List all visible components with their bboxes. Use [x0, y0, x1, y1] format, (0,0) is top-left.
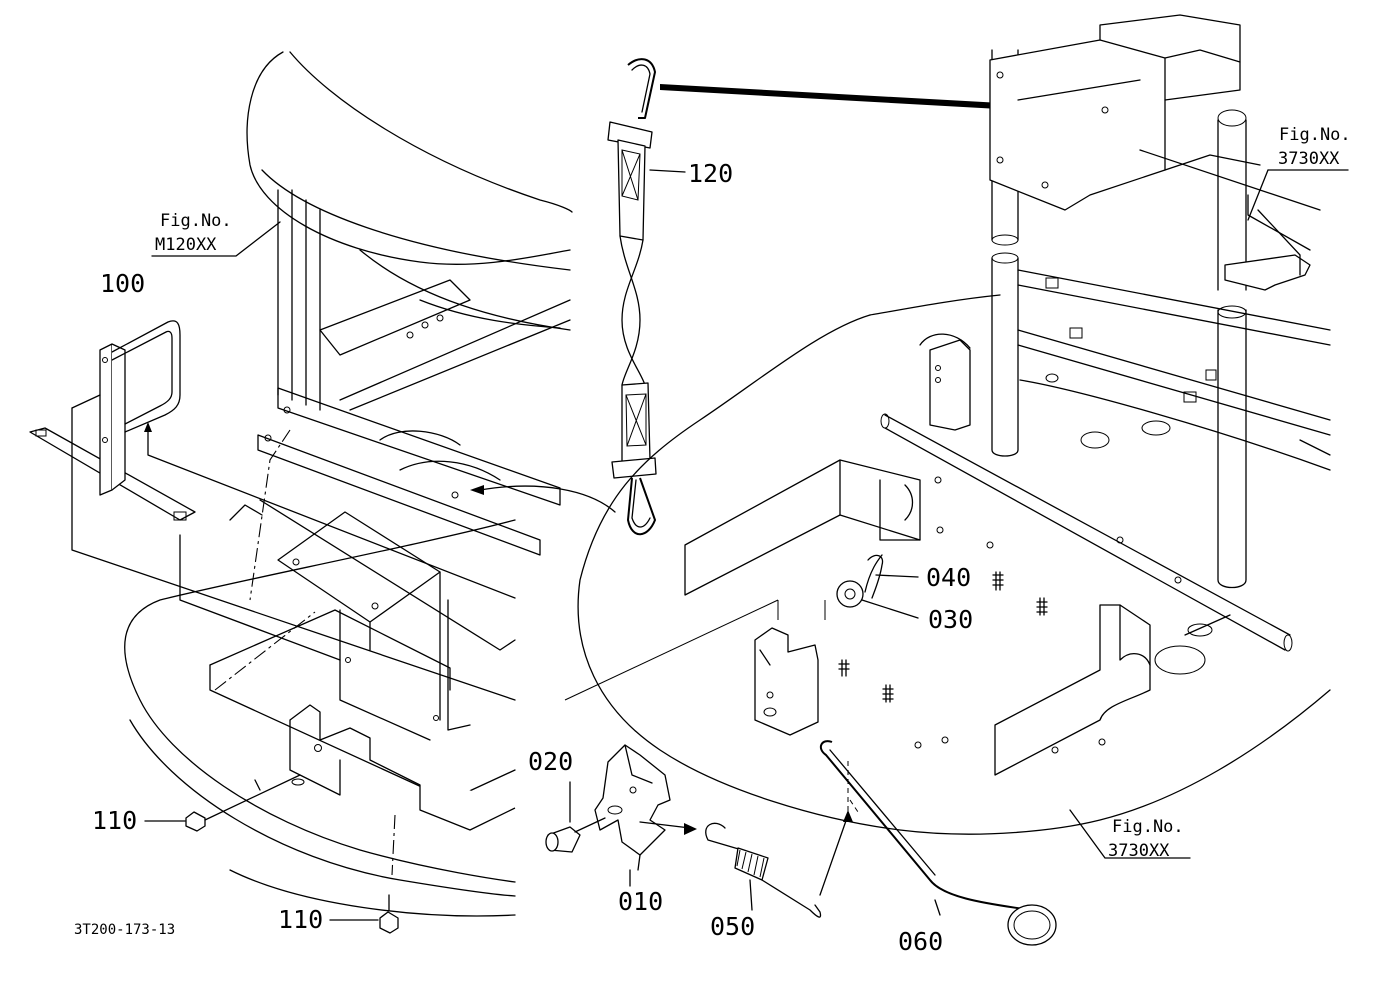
label-120: 120 — [688, 159, 733, 188]
label-100: 100 — [100, 269, 145, 298]
label-110-upper: 110 — [92, 806, 137, 835]
label-110-lower: 110 — [278, 905, 323, 934]
part-100-handle — [29, 320, 516, 701]
label-060: 060 — [898, 927, 943, 956]
label-050: 050 — [710, 912, 755, 941]
label-040: 040 — [926, 563, 971, 592]
label-030: 030 — [928, 605, 973, 634]
fig-ref-left-line2: M120XX — [155, 235, 217, 255]
seat-frame-assembly — [124, 51, 573, 917]
label-020: 020 — [528, 747, 573, 776]
fig-ref-left-leader — [151, 221, 281, 257]
fig-ref-left-line1: Fig.No. — [160, 211, 232, 231]
fig-ref-top-right-line1: Fig.No. — [1279, 125, 1351, 145]
label-010: 010 — [618, 887, 663, 916]
drawing-code: 3T200-173-13 — [74, 922, 175, 938]
part-120-strap — [470, 58, 1090, 536]
fig-ref-bottom-right-line2: 3730XX — [1108, 841, 1170, 861]
latch-parts — [545, 554, 1057, 946]
part-labels: 100 120 040 030 020 110 110 010 050 060 … — [74, 125, 1351, 956]
fig-ref-bottom-right-line1: Fig.No. — [1112, 817, 1184, 837]
part-110-bolts — [144, 774, 399, 934]
fig-ref-top-right-line2: 3730XX — [1278, 149, 1340, 169]
right-frame-assembly — [564, 14, 1349, 859]
